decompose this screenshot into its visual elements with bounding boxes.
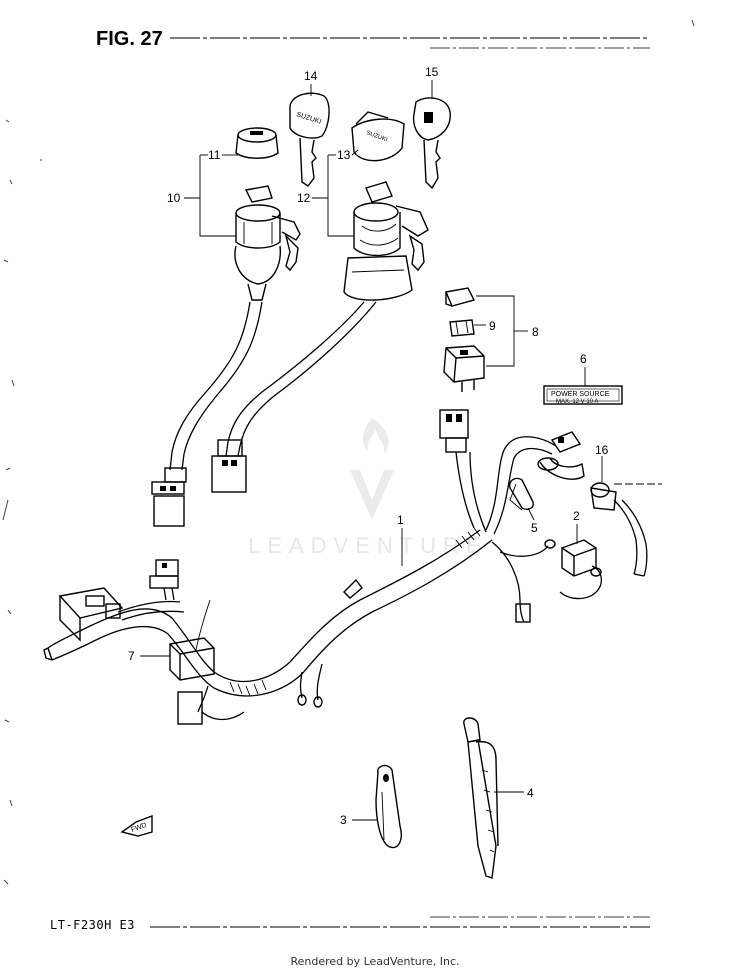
ignition-cap-13: SUZUKI [351, 111, 405, 162]
regulator-2 [559, 539, 603, 600]
relay-7 [169, 637, 215, 681]
clamp-5 [508, 477, 534, 511]
callout-2: 2 [573, 509, 580, 523]
callout-12: 12 [297, 191, 311, 205]
callout-14: 14 [304, 69, 318, 83]
callouts: 1 2 3 4 5 6 7 8 9 10 11 12 13 14 15 16 [128, 65, 609, 827]
callout-7: 7 [128, 649, 135, 663]
watermark-logo: LEADVENTURE [248, 418, 488, 558]
ignition-switch-10 [234, 185, 301, 301]
power-label-line1: POWER SOURCE [551, 391, 610, 398]
header-rule [170, 37, 650, 49]
socket-16 [590, 482, 662, 577]
callout-1: 1 [397, 513, 404, 527]
power-label-line2: MAX. 12 V 10 A [556, 399, 598, 405]
figure-title: FIG. 27 [96, 28, 163, 50]
callout-15: 15 [425, 65, 439, 79]
model-code: LT-F230H E3 [50, 918, 135, 932]
scan-edge-marks [2, 19, 695, 885]
power-source-label-6: POWER SOURCE MAX. 12 V 10 A [543, 385, 623, 405]
cable-tie-4 [463, 717, 499, 879]
strap-3 [375, 764, 402, 849]
callout-5: 5 [531, 521, 538, 535]
fuse-cover-8 [445, 287, 476, 307]
callout-10: 10 [167, 191, 181, 205]
leader-lines [140, 80, 603, 821]
fwd-arrow-icon: FWD [120, 814, 153, 837]
callout-8: 8 [532, 325, 539, 339]
ignition-cable-right [211, 301, 377, 493]
fuse-holder-8 [443, 345, 485, 392]
callout-6: 6 [580, 352, 587, 366]
callout-11: 11 [208, 148, 221, 162]
key-stamp-text: SUZUKI [295, 111, 322, 126]
main-harness-1 [43, 409, 585, 725]
key-15 [412, 97, 451, 190]
watermark-text: LEADVENTURE [248, 533, 488, 558]
callout-3: 3 [340, 813, 347, 827]
cap-stamp-text: SUZUKI [365, 130, 388, 143]
key-14: SUZUKI [289, 92, 330, 187]
callout-9: 9 [489, 319, 496, 333]
footer-rule [150, 916, 650, 928]
ignition-cap-11 [235, 127, 279, 159]
callout-16: 16 [595, 443, 609, 457]
fuse-9 [449, 319, 475, 337]
callout-13: 13 [337, 148, 351, 162]
ignition-switch-12 [343, 181, 429, 301]
callout-4: 4 [527, 786, 534, 800]
ignition-cable-left [151, 301, 263, 527]
render-credit: Rendered by LeadVenture, Inc. [290, 955, 460, 968]
